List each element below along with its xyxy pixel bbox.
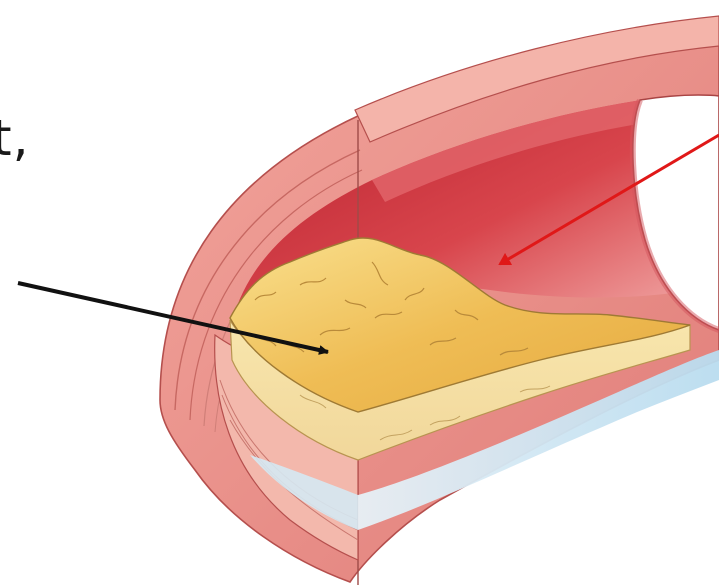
diagram-canvas: t, [0,0,719,588]
artery-illustration [0,0,719,588]
